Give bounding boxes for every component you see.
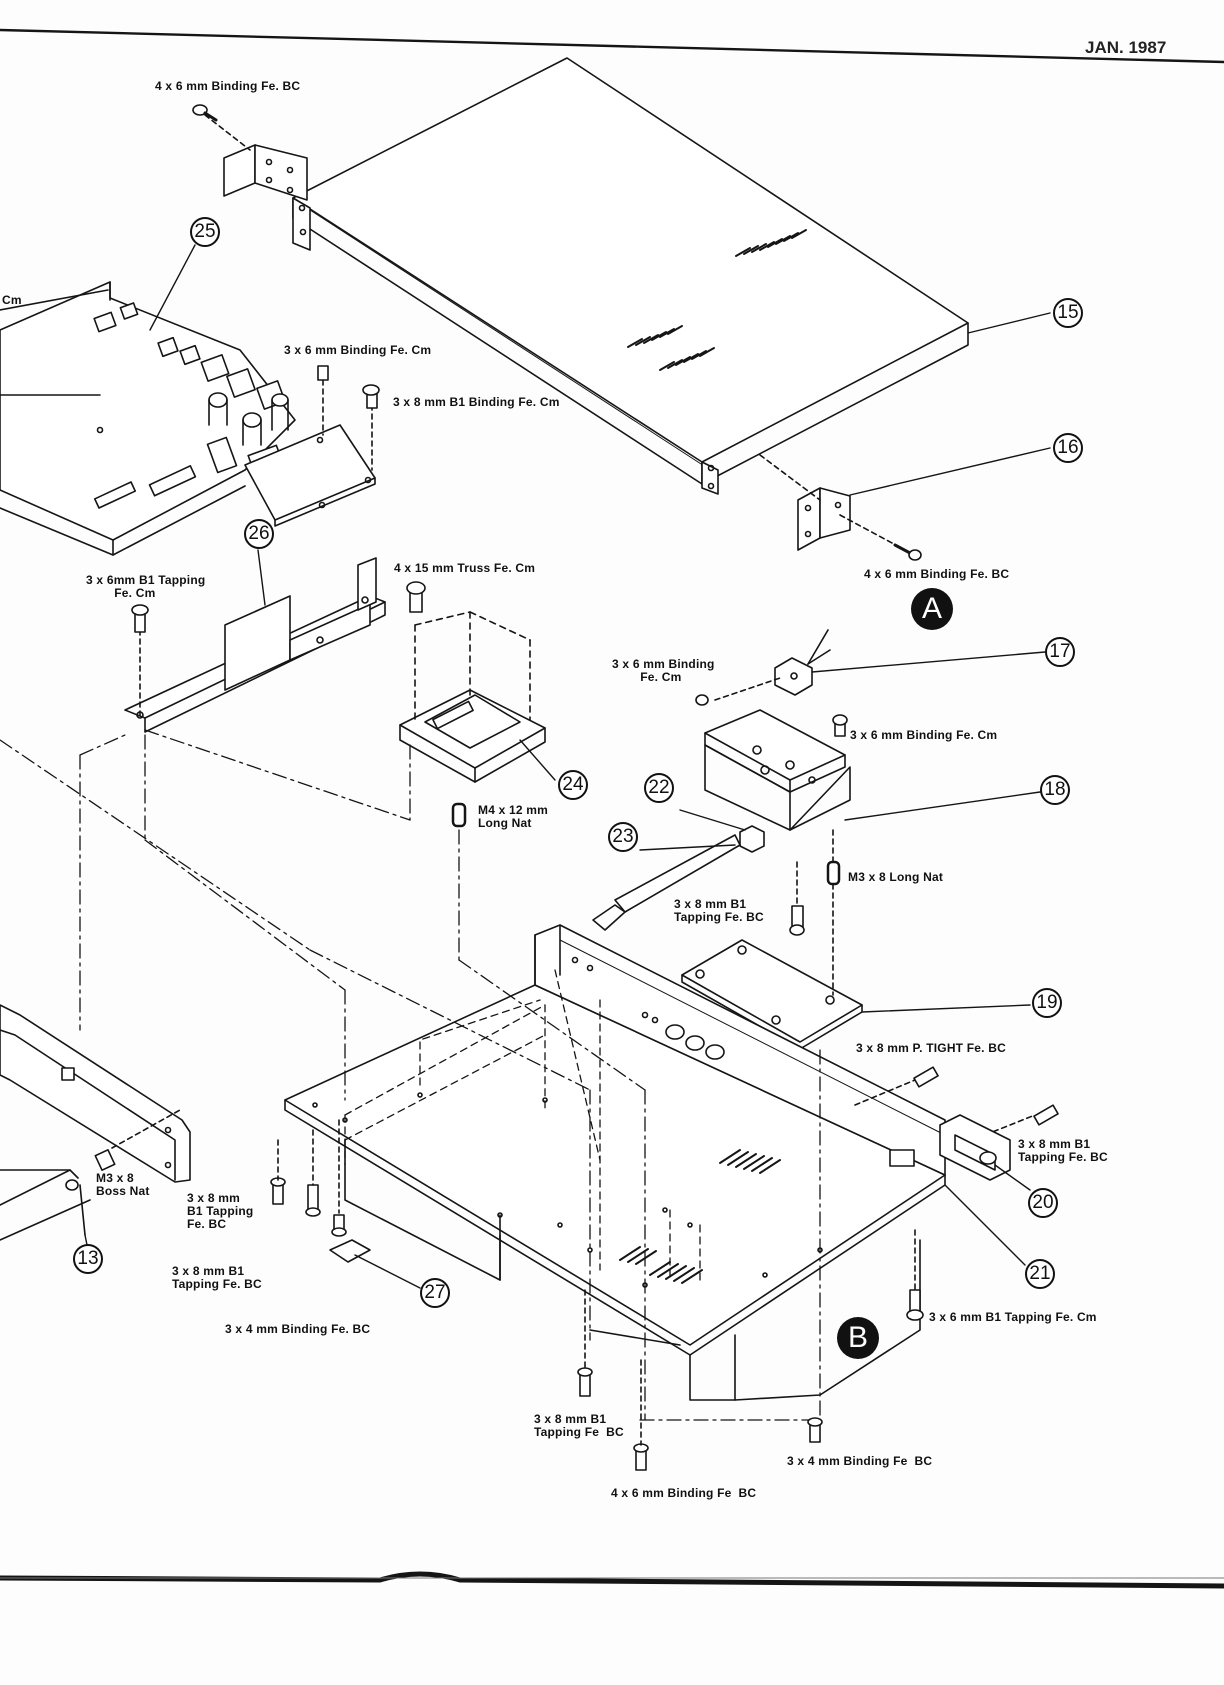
label-tapping-3x8-left: 3 x 8 mm B1 Tapping Fe. BC	[187, 1191, 254, 1231]
label-right-screw: 4 x 6 mm Binding Fe. BC	[864, 567, 1010, 581]
callout-17: 17	[1045, 637, 1075, 667]
label-ptight-3x8: 3 x 8 mm P. TIGHT Fe. BC	[856, 1041, 1006, 1055]
label-m3-long-nut: M3 x 8 Long Nat	[848, 870, 944, 884]
label-binding-3x4-bottom: 3 x 4 mm Binding Fe BC	[787, 1454, 933, 1468]
callout-25: 25	[190, 217, 220, 247]
power-inlet	[939, 1114, 1011, 1181]
label-tapping-3x8-bottom: 3 x 8 mm B1 Tapping Fe BC	[534, 1412, 624, 1439]
callout-13: 13	[73, 1244, 103, 1274]
label-3x6-tapping-cm: 3 x 6mm B1 Tapping Fe. Cm	[86, 573, 206, 600]
top-left-bracket	[192, 104, 308, 201]
callout-18: 18	[1040, 775, 1070, 805]
sub-board	[244, 365, 380, 527]
main-pcb	[0, 281, 296, 556]
switch-assembly	[592, 629, 851, 936]
label-tapping-3x8-23: 3 x 8 mm B1 Tapping Fe. BC	[674, 897, 764, 924]
top-cover	[292, 57, 969, 495]
label-truss-4x15: 4 x 15 mm Truss Fe. Cm	[394, 561, 536, 575]
label-3x8-b1-binding-cm: 3 x 8 mm B1 Binding Fe. Cm	[393, 395, 560, 409]
chassis-bottom	[284, 924, 946, 1401]
callout-20: 20	[1028, 1188, 1058, 1218]
label-binding-3x4-left: 3 x 4 mm Binding Fe. BC	[225, 1322, 371, 1336]
callout-27: 27	[420, 1278, 450, 1308]
label-top-screw: 4 x 6 mm Binding Fe. BC	[155, 79, 301, 93]
chassis-screws	[270, 1066, 1059, 1471]
label-cm-edge: Cm	[2, 293, 22, 307]
label-m4-long-nut: M4 x 12 mm Long Nat	[478, 803, 549, 830]
bracket-26	[124, 557, 386, 733]
left-side-panel	[0, 1004, 191, 1241]
callout-22: 22	[644, 773, 674, 803]
callout-16: 16	[1053, 433, 1083, 463]
label-tapping-3x6-right: 3 x 6 mm B1 Tapping Fe. Cm	[929, 1310, 1097, 1324]
callout-23: 23	[608, 822, 638, 852]
callout-15: 15	[1053, 298, 1083, 328]
badge-a: A	[911, 588, 953, 630]
label-binding-3x6-17: 3 x 6 mm Binding Fe. Cm	[612, 657, 715, 684]
label-binding-3x6-18: 3 x 6 mm Binding Fe. Cm	[850, 728, 998, 742]
label-3x6-binding-cm: 3 x 6 mm Binding Fe. Cm	[284, 343, 432, 357]
callout-24: 24	[558, 770, 588, 800]
date-stamp: JAN. 1987	[1085, 38, 1167, 57]
label-tapping-3x8-27: 3 x 8 mm B1 Tapping Fe. BC	[172, 1264, 262, 1291]
plate-19	[681, 883, 863, 1050]
callout-21: 21	[1025, 1259, 1055, 1289]
badge-b: B	[837, 1317, 879, 1359]
callout-19: 19	[1032, 988, 1062, 1018]
part-24-assembly	[399, 581, 546, 828]
callout-26: 26	[244, 519, 274, 549]
label-binding-4x6-bottom: 4 x 6 mm Binding Fe BC	[611, 1486, 757, 1500]
label-tapping-3x8-20: 3 x 8 mm B1 Tapping Fe. BC	[1018, 1137, 1108, 1164]
label-boss-nut: M3 x 8 Boss Nat	[96, 1171, 150, 1198]
right-bracket	[759, 454, 922, 561]
